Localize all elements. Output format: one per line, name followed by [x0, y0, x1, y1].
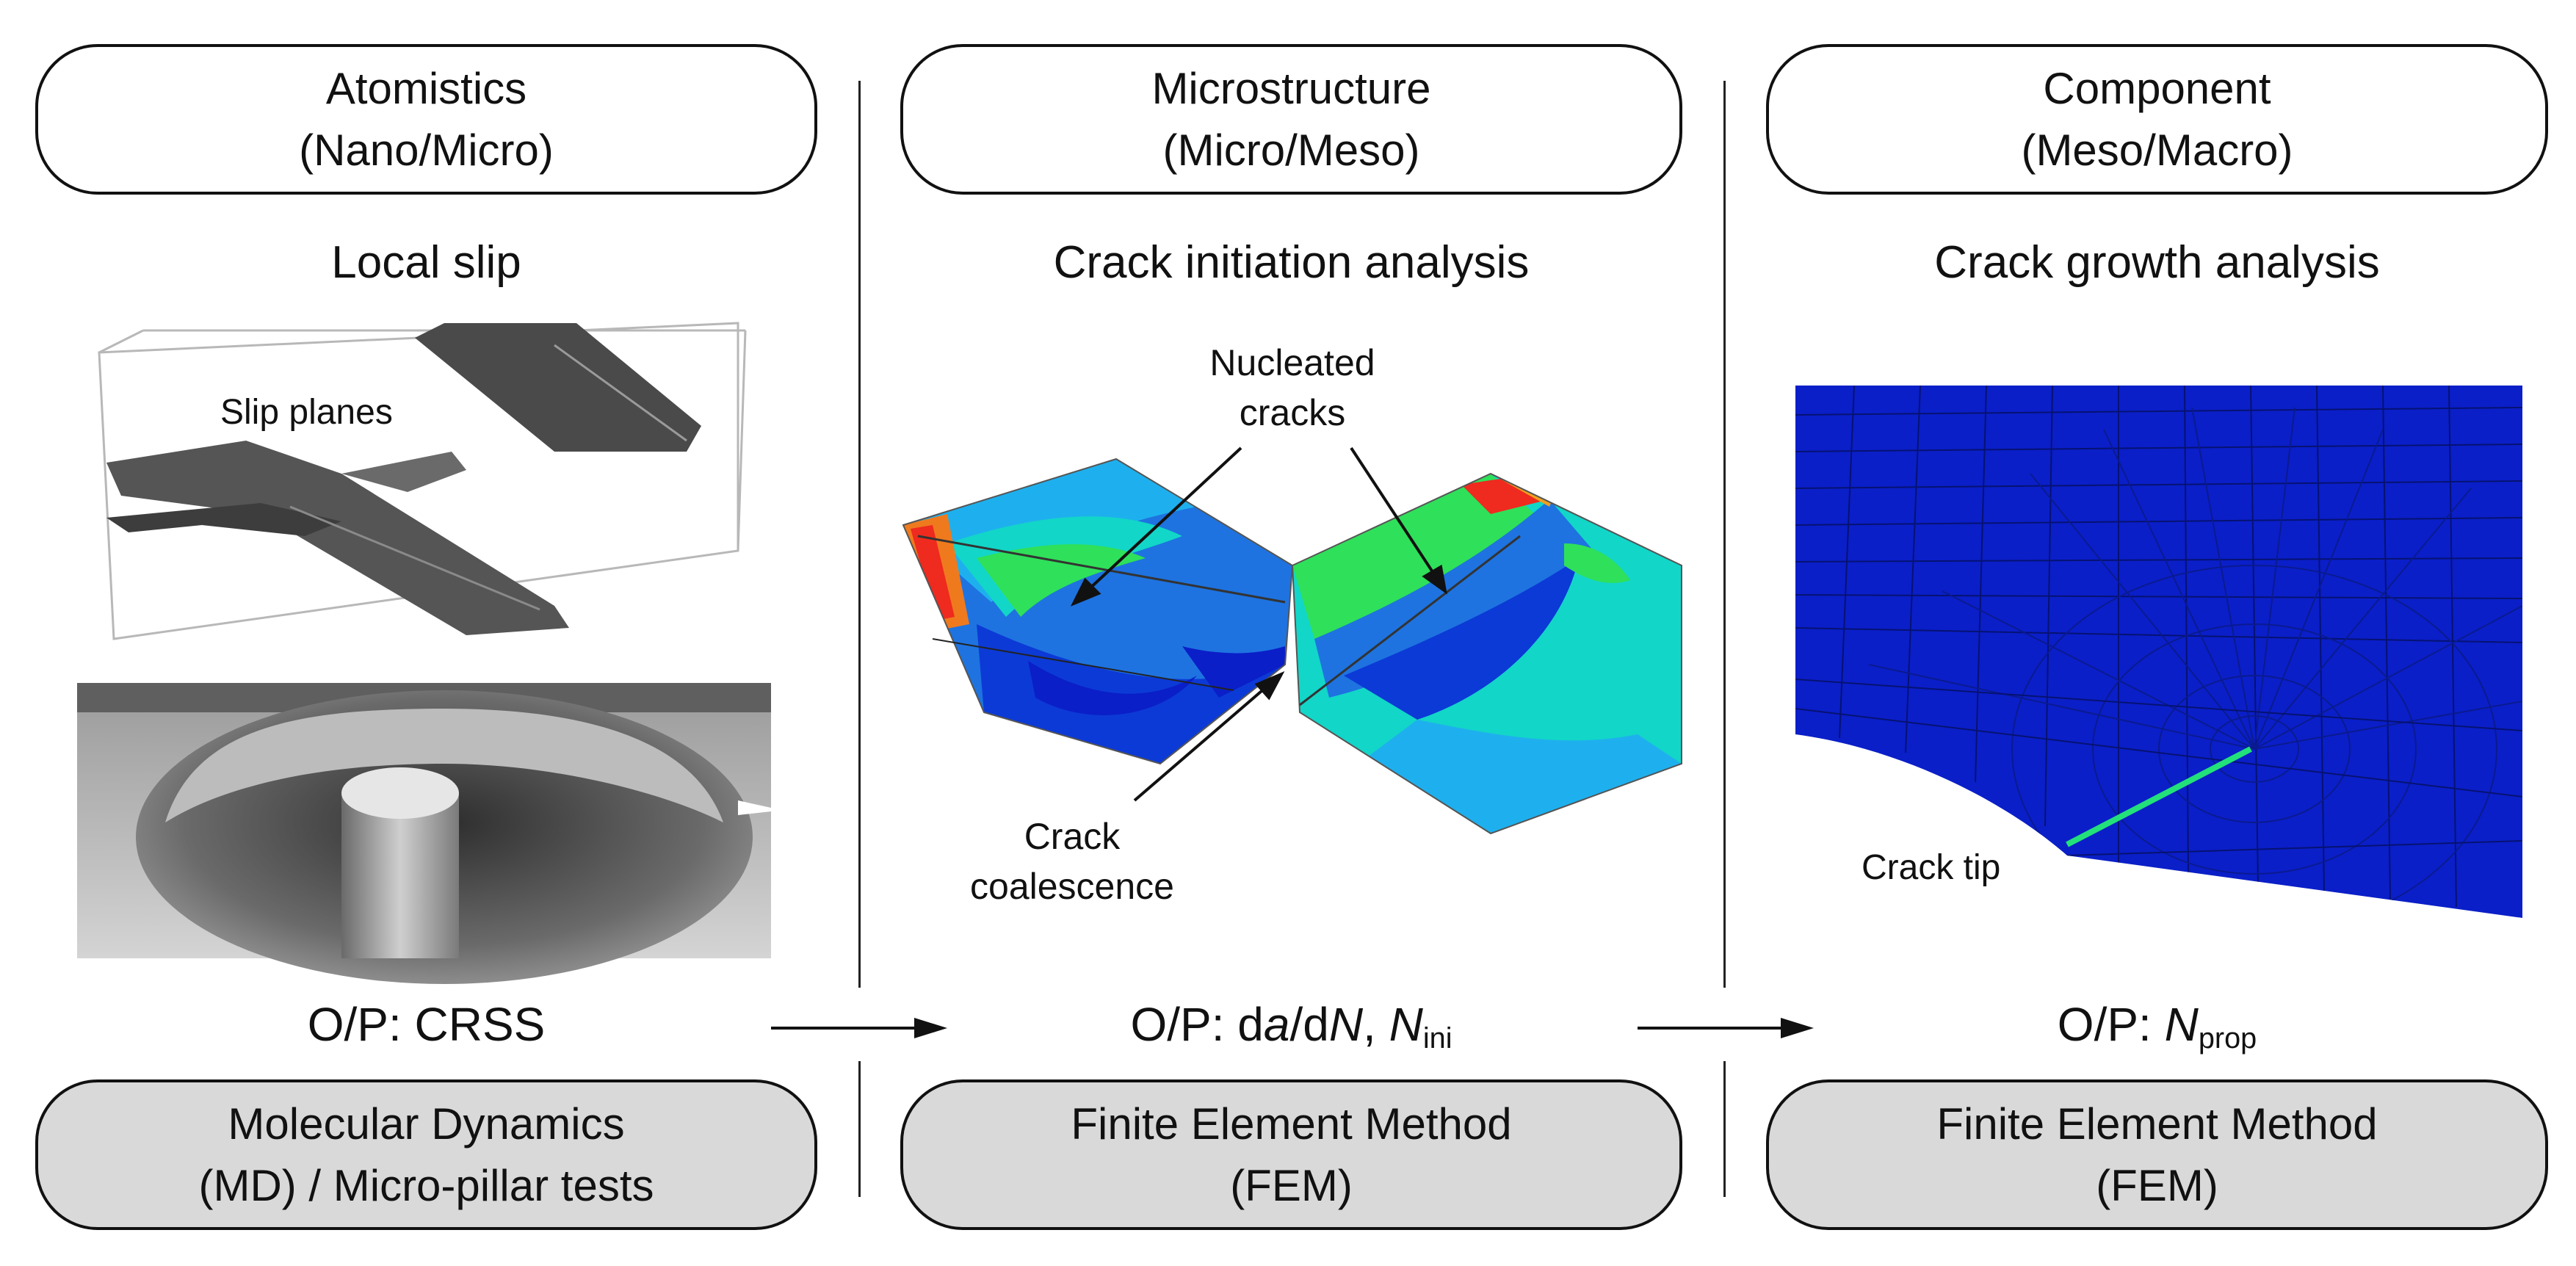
column-divider-1-lower	[858, 1061, 861, 1197]
micro-pillar-sem-image	[77, 683, 771, 984]
method-detail: (FEM)	[2096, 1160, 2218, 1210]
method-box-fem-1: Finite Element Method (FEM)	[900, 1079, 1682, 1230]
grain-contour-plot	[902, 457, 1682, 835]
column-divider-2-lower	[1723, 1061, 1726, 1197]
column-divider-2	[1723, 81, 1726, 988]
scale-title: Component	[2043, 63, 2271, 113]
scale-title: Atomistics	[325, 63, 527, 113]
slip-planes-label: Slip planes	[220, 393, 393, 432]
scale-title: Microstructure	[1151, 63, 1431, 113]
analysis-subtitle-crack-growth: Crack growth analysis	[1934, 237, 2380, 288]
crack-coalescence-label: Crack coalescence	[970, 816, 1174, 907]
flow-arrow-2	[1638, 1018, 1814, 1038]
method-box-md: Molecular Dynamics (MD) / Micro-pillar t…	[35, 1079, 817, 1230]
scale-box-component: Component (Meso/Macro)	[1766, 44, 2548, 195]
scale-box-microstructure: Microstructure (Micro/Meso)	[900, 44, 1682, 195]
method-title: Finite Element Method	[1071, 1099, 1512, 1149]
method-box-fem-2: Finite Element Method (FEM)	[1766, 1079, 2548, 1230]
scale-range: (Micro/Meso)	[1162, 125, 1420, 175]
output-crss: O/P: CRSS	[307, 998, 546, 1051]
scale-box-atomistics: Atomistics (Nano/Micro)	[35, 44, 817, 195]
crack-tip-label: Crack tip	[1862, 848, 2001, 887]
scale-range: (Meso/Macro)	[2021, 125, 2293, 175]
md-slip-planes-illustration	[98, 322, 747, 640]
analysis-subtitle-local-slip: Local slip	[331, 237, 521, 288]
output-nprop: O/P: Nprop	[2057, 998, 2257, 1055]
column-divider-1	[858, 81, 861, 988]
output-da-dn-nini: O/P: da/dN, Nini	[1130, 998, 1452, 1055]
method-title: Molecular Dynamics	[228, 1099, 625, 1149]
method-title: Finite Element Method	[1936, 1099, 2378, 1149]
analysis-subtitle-crack-initiation: Crack initiation analysis	[1053, 237, 1530, 288]
nucleated-cracks-label: Nucleated cracks	[1209, 342, 1375, 433]
fem-mesh-crack-model	[1795, 386, 2522, 918]
method-detail: (MD) / Micro-pillar tests	[198, 1160, 654, 1210]
scale-range: (Nano/Micro)	[299, 125, 554, 175]
flow-arrow-1	[771, 1018, 947, 1038]
method-detail: (FEM)	[1230, 1160, 1353, 1210]
